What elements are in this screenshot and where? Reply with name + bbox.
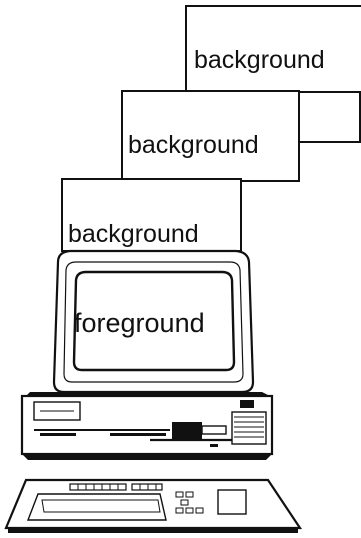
monitor: foreground xyxy=(54,251,253,392)
system-unit xyxy=(22,392,272,460)
background-window-middle: background xyxy=(122,91,361,181)
background-label-front: background xyxy=(68,220,199,248)
foreground-label: foreground xyxy=(74,308,205,338)
numeric-keypad xyxy=(218,490,246,514)
background-window-front: background xyxy=(62,179,241,251)
keyboard xyxy=(6,480,300,533)
power-switch xyxy=(172,422,202,440)
main-key-block xyxy=(28,494,166,520)
background-label-back: background xyxy=(194,46,325,74)
background-label-middle: background xyxy=(128,131,259,159)
